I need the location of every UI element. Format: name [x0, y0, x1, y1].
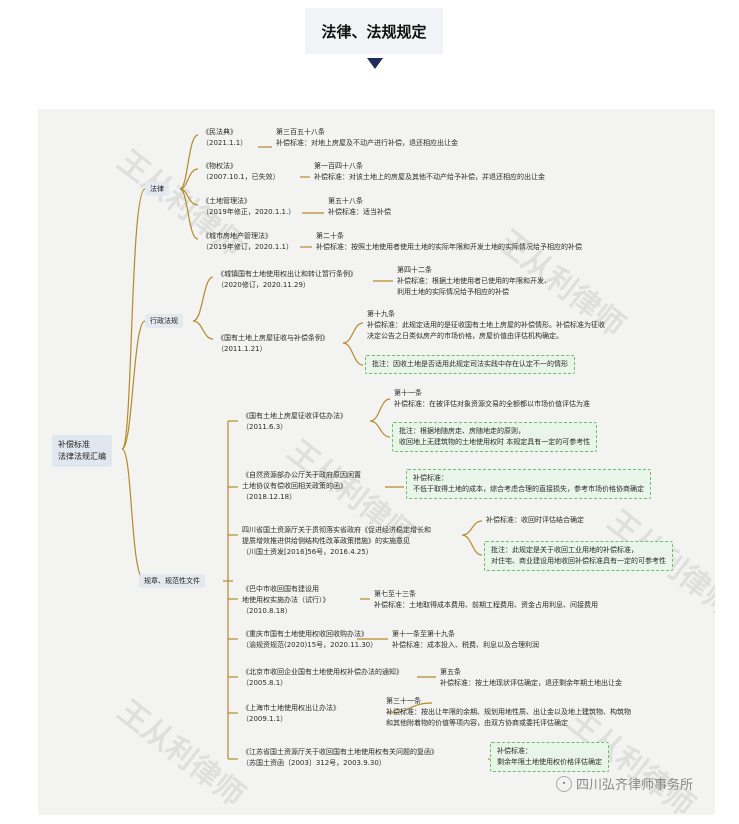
rule-detail: 补偿标准：收回时评估结合确定: [486, 516, 584, 524]
law-detail: 补偿标准：对地上房屋及不动产进行补偿，退还相应出让金: [276, 139, 458, 147]
law-article: 第三百五十八条: [276, 128, 325, 136]
admin-detail: 决定公告之日类似房产的市场价格，房屋价值由评估机构确定。: [367, 332, 563, 340]
admin-note: 批注：因收土地是否适用此规定司法实践中存在认定不一的情形: [365, 355, 575, 374]
rule-note: 批注：根据地随房走、房随地走的原则， 收回地上无建筑物的土地使用权时 本规定具有…: [392, 422, 598, 452]
law-source-date: （2021.1.1）: [202, 139, 248, 147]
law-source-date: （2007.10.1，已失效）: [202, 173, 280, 181]
admin-source-name: 《城镇国有土地使用权出让和转让暂行条例》: [217, 270, 357, 278]
down-arrow-icon: [367, 58, 383, 69]
rule-source-name: 地使用权实施办法（试行）》: [242, 596, 330, 604]
rule-source-name: 《自然资源部办公厅关于政府原因闲置: [242, 471, 361, 479]
law-source-name: 《民法典》: [202, 128, 237, 136]
rule-article: 第十一条: [394, 389, 422, 397]
law-source-name: 《物权法》: [202, 162, 237, 170]
admin-article: 第四十二条: [397, 266, 432, 274]
brand-footer: • 四川弘齐律师事务所: [555, 774, 693, 793]
admin-detail: 利用土地的实际情况给予相应的补偿: [397, 288, 509, 296]
rule-note-line: 批注：此规定是关于收回工业用地的补偿标准，: [491, 546, 638, 554]
rule-source-name: 《江苏省国土资源厅关于收回国有土地使用权有关问题的复函》: [242, 748, 438, 756]
section-title: 法律、法规规定: [305, 8, 443, 54]
rule-source-date: （2010.8.18）: [242, 607, 292, 615]
rule-note-line: 对住宅、商业建设用地收回补偿标准具有一定的可参考性: [491, 557, 666, 565]
admin-detail: 补偿标准：根据土地使用者已使用的年限和开发、: [397, 277, 551, 285]
rule-source-name: 提质增效推进供给侧结构性改革政策措施》的实施意见: [242, 537, 410, 545]
law-article: 第五十八条: [328, 197, 363, 205]
root-label-1: 补偿标准: [58, 440, 90, 449]
rule-note-line: 补偿标准：: [413, 474, 448, 482]
admin-source-date: （2011.1.21）: [217, 345, 267, 353]
rule-detail: 和其他附着物的价值等项内容，由双方协商或委托评估确定: [386, 719, 568, 727]
rule-source-date: （2005.8.1）: [242, 679, 288, 687]
admin-article: 第十九条: [367, 310, 395, 318]
admin-detail: 补偿标准：此规定适用的是征收国有土地上房屋的补偿情形。补偿标准为征收: [367, 321, 605, 329]
mind-map: 王从利律师 王从利律师 王从利律师 王从利律师 王从利律师 王从利律师: [38, 109, 715, 815]
admin-source-name: 《国有土地上房屋征收与补偿条例》: [217, 334, 329, 342]
law-source-date: （2019年修正，2020.1.1.）: [202, 208, 296, 216]
law-article: 第二十条: [316, 232, 344, 240]
rule-article: 第三十一条: [386, 697, 421, 705]
rule-source-date: （渝规资规范(2020)15号，2020.11.30）: [242, 641, 378, 649]
rule-source-name: 《巴中市收回国有建设用: [242, 585, 319, 593]
rule-source-name: 《上海市土地使用权出让办法》: [242, 704, 340, 712]
law-article: 第一百四十八条: [314, 162, 363, 170]
root-node: 补偿标准 法律法规汇编: [52, 435, 112, 467]
category-law: 法律: [145, 182, 169, 196]
law-source-date: （2019年修订，2020.1.1）: [202, 243, 293, 251]
law-detail: 补偿标准：按照土地使用者使用土地的实际年限和开发土地的实际情况给予相应的补偿: [316, 243, 582, 251]
rule-note-line: 收回地上无建筑物的土地使用权时 本规定具有一定的可参考性: [399, 438, 591, 446]
rule-source-name: 《国有土地上房屋征收评估办法》: [242, 412, 347, 420]
rule-note-line: 不低于取得土地的成本，综合考虑合理的直接损失，参考市场价格协商确定: [413, 485, 644, 493]
rule-source-date: （2018.12.18）: [242, 493, 297, 501]
rule-note: 批注：此规定是关于收回工业用地的补偿标准， 对住宅、商业建设用地收回补偿标准具有…: [484, 541, 673, 571]
rule-source-date: （苏国土资函〔2003〕312号，2003.9.30）: [242, 759, 386, 767]
rule-note-line: 剩余年限土地使用权价格评估确定: [497, 758, 602, 766]
law-detail: 补偿标准：对该土地上的房屋及其他不动产给予补偿，并退还相应的出让金: [314, 173, 545, 181]
rule-detail: 补偿标准：土地取得成本费用、前期工程费用、资金占用利息、间接费用: [374, 601, 598, 609]
brand-name: 四川弘齐律师事务所: [575, 778, 693, 793]
category-rules: 规章、规范性文件: [139, 574, 205, 588]
law-detail: 补偿标准：适当补偿: [328, 208, 391, 216]
rule-source-date: （2009.1.1）: [242, 715, 288, 723]
connector-lines: [121, 134, 490, 760]
rule-detail: 补偿标准：按土地现状评估确定，退还剩余年期土地出让金: [440, 679, 622, 687]
admin-source-date: （2020修订，2020.11.29）: [217, 281, 310, 289]
rule-source-name: 四川省国土资源厅关于贯彻落实省政府《促进经济稳定增长和: [242, 526, 431, 534]
rule-source-name: 《北京市收回企业国有土地使用权补偿办法的通知》: [242, 668, 403, 676]
rule-source-name: 土地协议有偿收回相关政策的函》: [242, 482, 347, 490]
rule-article: 第五条: [440, 668, 461, 676]
law-source-name: 《土地管理法》: [202, 197, 251, 205]
rule-article: 第十一条至第十九条: [392, 630, 455, 638]
category-admin: 行政法规: [145, 314, 183, 328]
rule-note: 补偿标准： 不低于取得土地的成本，综合考虑合理的直接损失，参考市场价格协商确定: [406, 469, 651, 499]
root-label-2: 法律法规汇编: [58, 452, 106, 461]
rule-detail: 补偿标准：成本投入、税费、利息以及合理利润: [392, 641, 539, 649]
rule-detail: 补偿标准：按出让年限的余期、规划用地性质、出让金以及地上建筑物、构筑物: [386, 708, 631, 716]
rule-note: 补偿标准： 剩余年限土地使用权价格评估确定: [490, 742, 609, 772]
rule-source-date: （2011.6.3）: [242, 423, 288, 431]
rule-article: 第七至十三条: [374, 590, 416, 598]
rule-source-name: 《重庆市国有土地使用权收回收购办法》: [242, 630, 368, 638]
law-source-name: 《城市房地产管理法》: [202, 232, 272, 240]
rule-detail: 补偿标准：在被评估对象资源交易的全额都以市场价值评估为准: [394, 400, 590, 408]
wechat-icon: •: [555, 775, 572, 792]
rule-note-line: 补偿标准：: [497, 747, 532, 755]
section-title-text: 法律、法规规定: [321, 22, 427, 41]
rule-source-date: （川国土资发[2016]56号，2016.4.25）: [242, 548, 373, 556]
rule-note-line: 批注：根据地随房走、房随地走的原则，: [399, 427, 525, 435]
